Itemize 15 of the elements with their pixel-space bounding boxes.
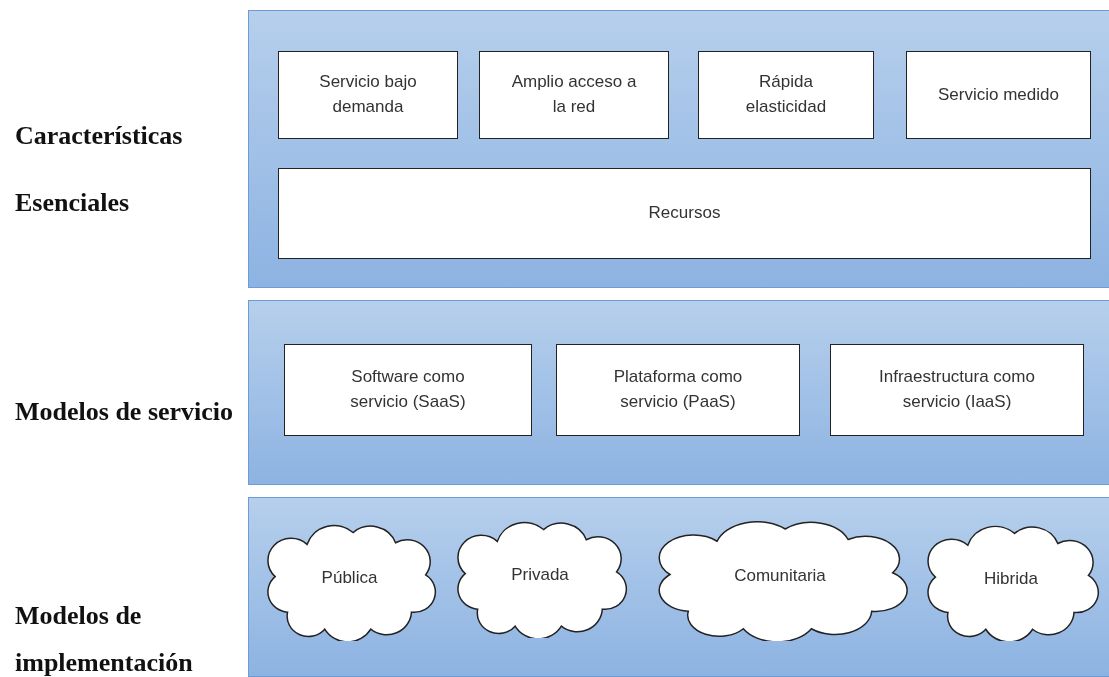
cloud-label: Comunitaria: [733, 566, 827, 586]
layer-heading: Modelos de implementación: [15, 600, 194, 677]
layer-heading: Modelos de servicio: [15, 396, 235, 428]
text-box: Recursos: [278, 168, 1091, 259]
cloud-label: Hibrida: [983, 568, 1039, 589]
text-box: Servicio medido: [906, 51, 1091, 139]
cloud-label: Privada: [510, 565, 570, 585]
text-box: Infraestructura como servicio (IaaS): [830, 344, 1084, 436]
text-box: Servicio bajo demanda: [278, 51, 458, 139]
text-box: Rápida elasticidad: [698, 51, 874, 139]
cloud-label: Pública: [320, 568, 379, 588]
text-box: Plataforma como servicio (PaaS): [556, 344, 800, 436]
text-box: Software como servicio (SaaS): [284, 344, 532, 436]
layer-heading: Características Esenciales: [15, 120, 184, 219]
text-box: Amplio acceso a la red: [479, 51, 669, 139]
